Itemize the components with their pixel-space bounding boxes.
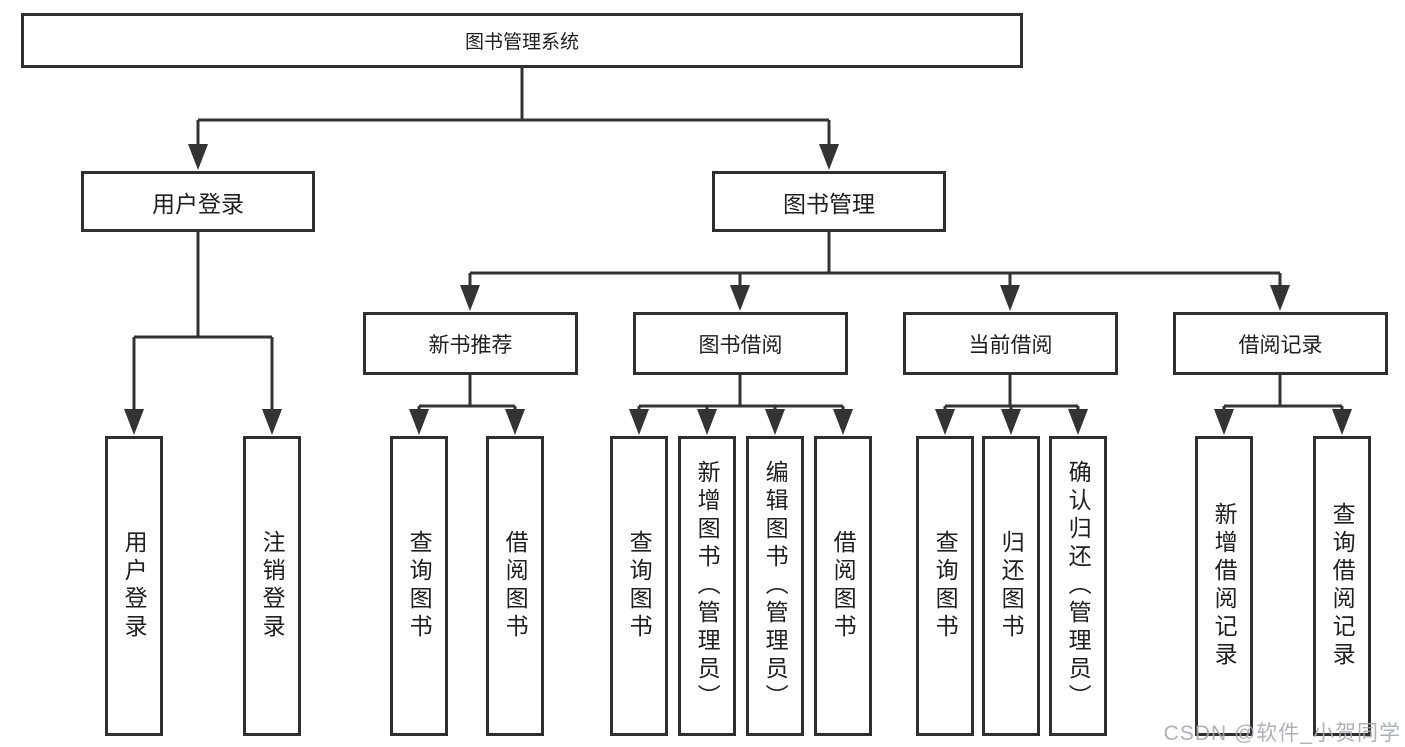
- node-root: 图书管理系统: [21, 13, 1023, 68]
- node-newbooks-borrow-books-label: 借阅图书: [502, 530, 529, 642]
- node-book-borrowing: 图书借阅: [633, 312, 848, 375]
- node-borrowing-records-label: 借阅记录: [1238, 333, 1323, 357]
- node-current-query-books-label: 查询图书: [932, 530, 959, 642]
- node-book-management-label: 图书管理: [783, 190, 875, 217]
- node-records-query-record-label: 查询借阅记录: [1329, 502, 1356, 670]
- node-records-add-record-label: 新增借阅记录: [1211, 502, 1238, 670]
- node-records-query-record: 查询借阅记录: [1313, 436, 1371, 736]
- node-logout: 注销登录: [243, 436, 301, 736]
- node-new-book-recommend: 新书推荐: [363, 312, 578, 375]
- node-book-borrowing-label: 图书借阅: [698, 333, 783, 357]
- node-current-return-books: 归还图书: [982, 436, 1040, 736]
- node-login: 用户登录: [105, 436, 163, 736]
- node-root-label: 图书管理系统: [464, 32, 579, 53]
- node-newbooks-borrow-books: 借阅图书: [486, 436, 544, 736]
- node-current-return-books-label: 归还图书: [998, 530, 1025, 642]
- node-borrowing-add-books-admin-label: 新增图书（管理员）: [694, 460, 721, 712]
- node-newbooks-query-books-label: 查询图书: [406, 530, 433, 642]
- node-borrowing-borrow-books-label: 借阅图书: [830, 530, 857, 642]
- node-new-book-recommend-label: 新书推荐: [428, 333, 513, 357]
- node-borrowing-add-books-admin: 新增图书（管理员）: [678, 436, 736, 736]
- node-current-borrowing: 当前借阅: [903, 312, 1118, 375]
- node-book-management: 图书管理: [712, 171, 946, 232]
- node-borrowing-borrow-books: 借阅图书: [814, 436, 872, 736]
- node-user-login-label: 用户登录: [152, 190, 244, 217]
- node-borrowing-edit-books-admin-label: 编辑图书（管理员）: [762, 460, 789, 712]
- node-borrowing-records: 借阅记录: [1173, 312, 1388, 375]
- node-borrowing-query-books: 查询图书: [610, 436, 668, 736]
- node-records-add-record: 新增借阅记录: [1195, 436, 1253, 736]
- node-borrowing-edit-books-admin: 编辑图书（管理员）: [746, 436, 804, 736]
- node-borrowing-query-books-label: 查询图书: [626, 530, 653, 642]
- node-current-query-books: 查询图书: [916, 436, 974, 736]
- node-current-confirm-return-admin: 确认归还（管理员）: [1049, 436, 1107, 736]
- csdn-watermark: CSDN @软件_小贺同学: [1163, 722, 1401, 745]
- node-newbooks-query-books: 查询图书: [390, 436, 448, 736]
- arrowheads: [124, 144, 1352, 435]
- node-current-confirm-return-admin-label: 确认归还（管理员）: [1065, 460, 1092, 712]
- node-current-borrowing-label: 当前借阅: [968, 333, 1053, 357]
- node-user-login: 用户登录: [81, 171, 315, 232]
- node-login-label: 用户登录: [121, 530, 148, 642]
- node-logout-label: 注销登录: [259, 530, 286, 642]
